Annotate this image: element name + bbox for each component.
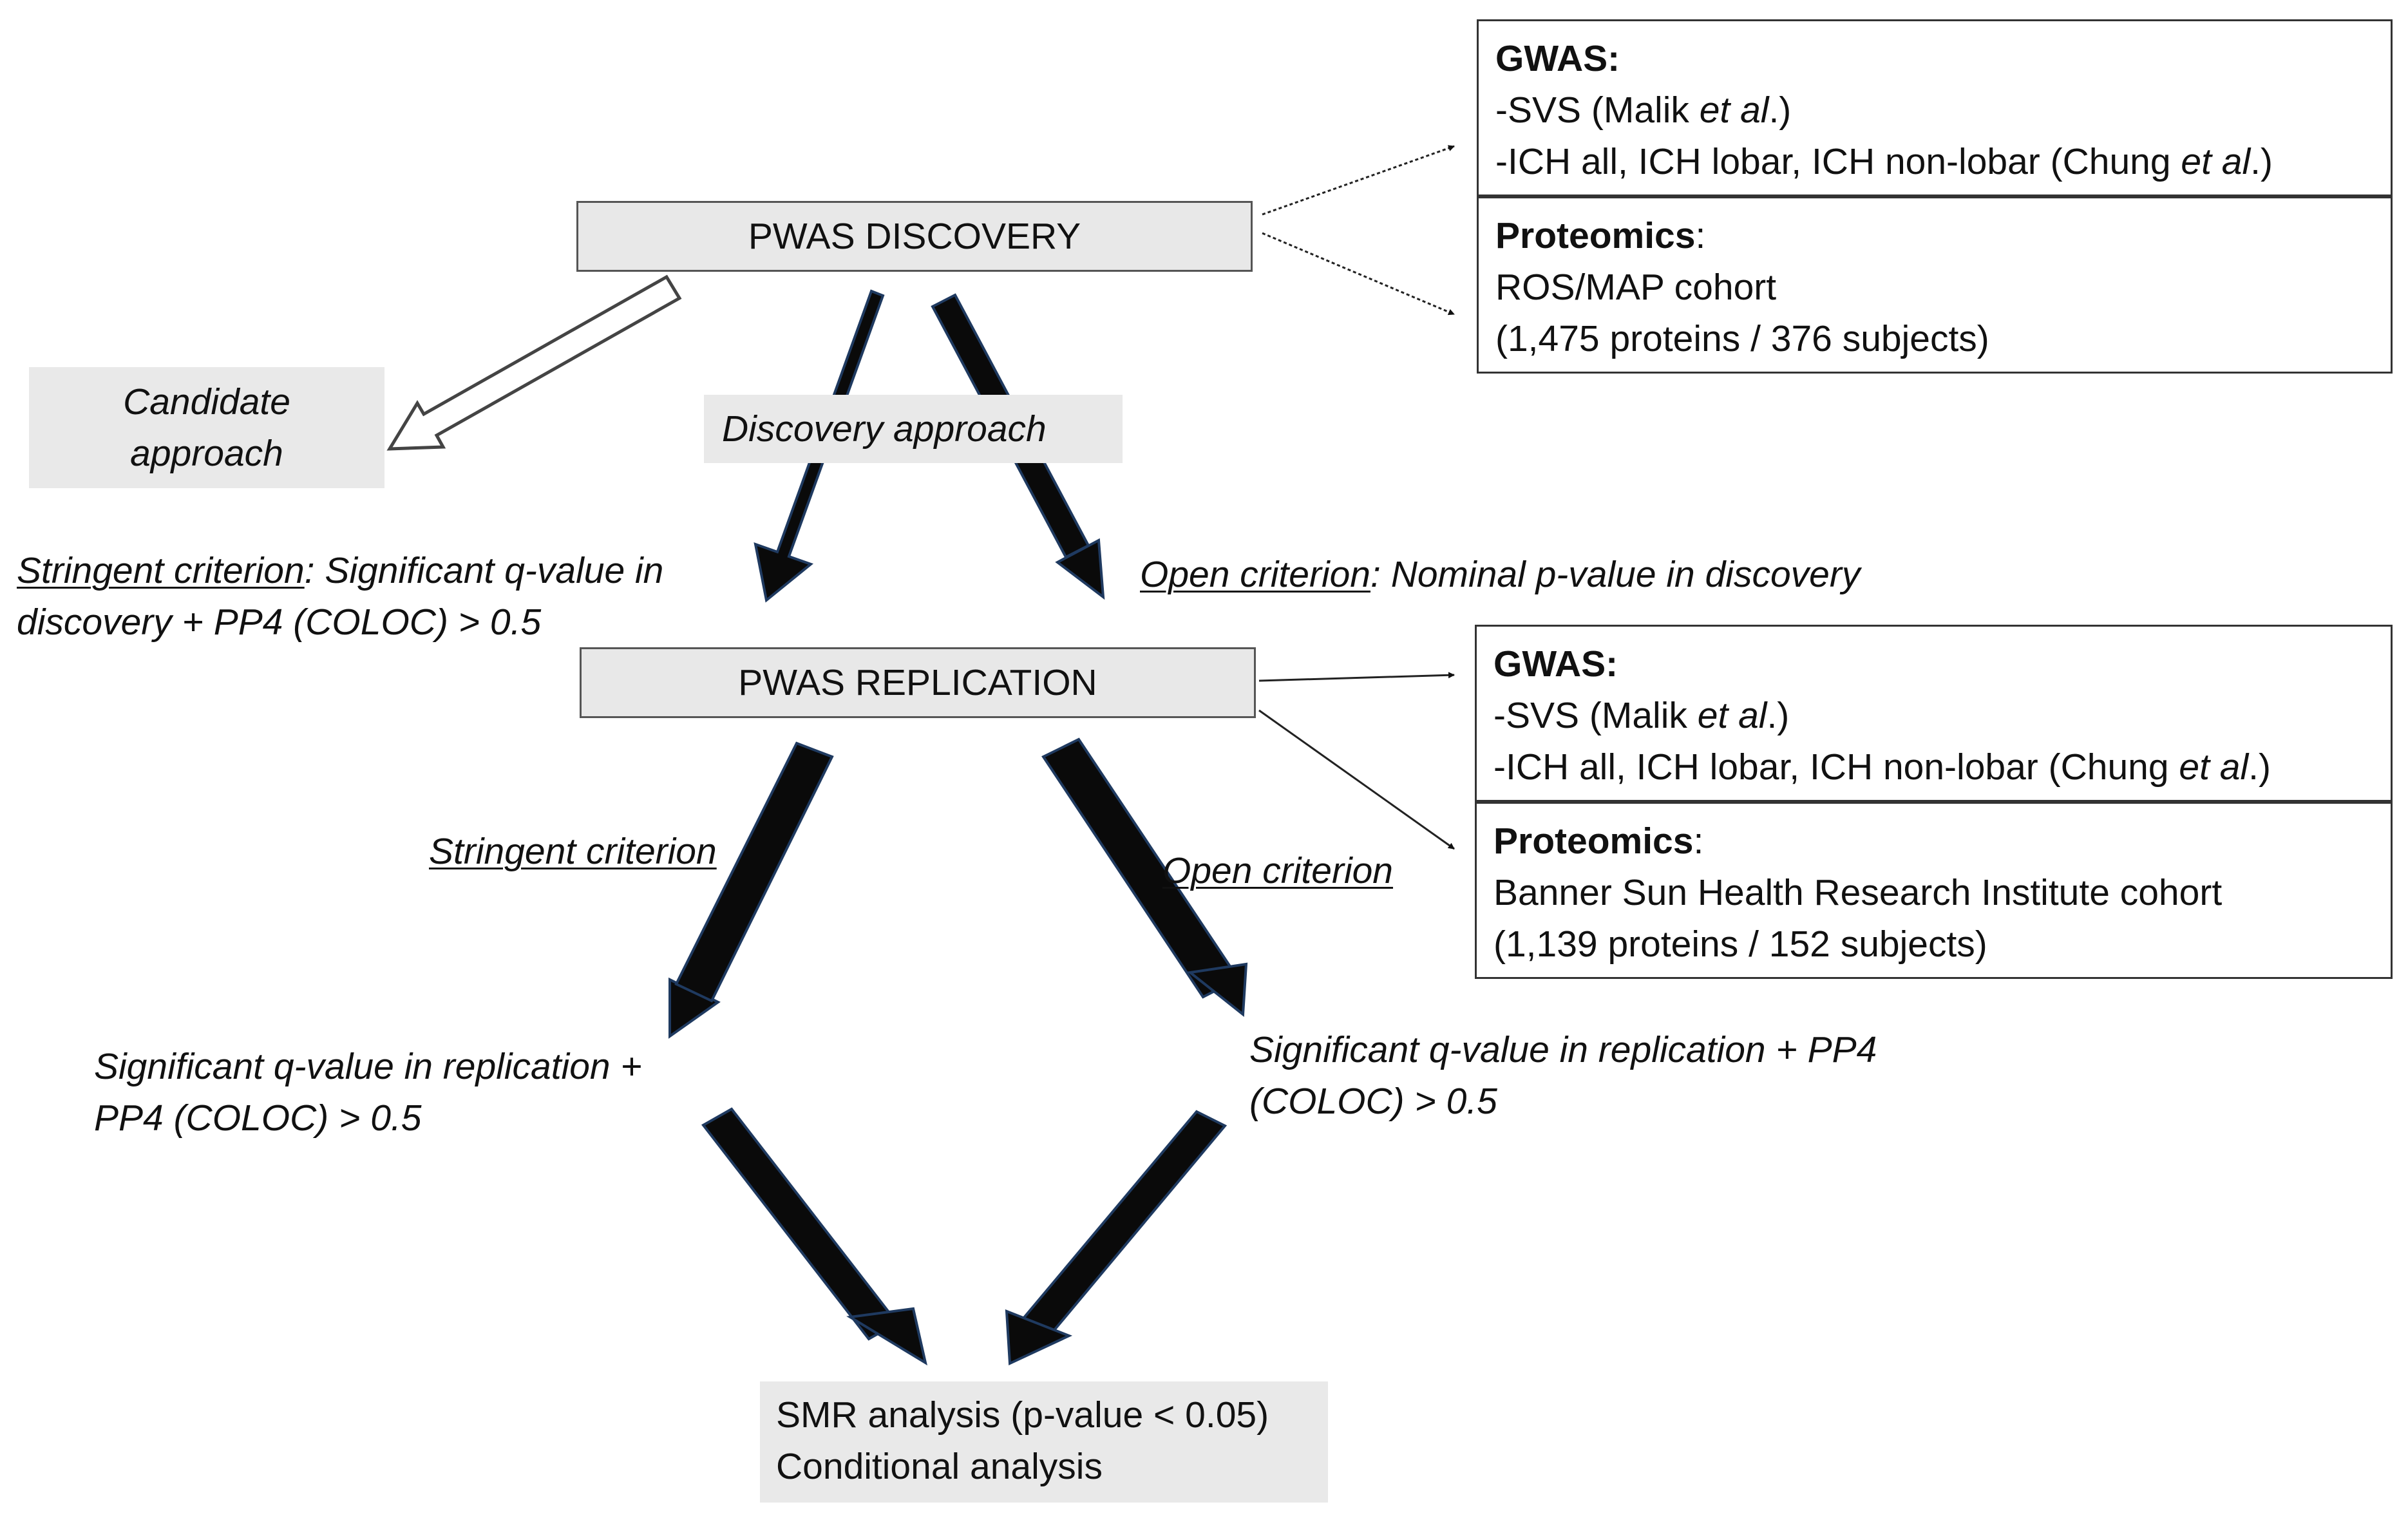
right-result-line2: (COLOC) > 0.5: [1249, 1081, 1497, 1122]
stringent-discovery-criterion: Stringent criterion: [17, 550, 305, 591]
smr-analysis-box: SMR analysis (p-value < 0.05) Conditiona…: [760, 1381, 1328, 1503]
discovery-proteomics-counts: (1,475 proteins / 376 subjects): [1495, 318, 1989, 359]
connector-replication-proteomics: [1258, 709, 1455, 850]
discovery-proteomics-cohort: ROS/MAP cohort: [1495, 267, 1777, 308]
discovery-gwas-svs-etal: et al: [1699, 90, 1769, 131]
replication-gwas-svs: -SVS (Malik et al.): [1493, 695, 1790, 736]
pwas-replication-label: PWAS REPLICATION: [738, 662, 1097, 703]
discovery-gwas-box: GWAS: -SVS (Malik et al.) -ICH all, ICH …: [1477, 19, 2393, 196]
connector-replication-gwas: [1258, 672, 1455, 682]
pwas-discovery-label: PWAS DISCOVERY: [748, 216, 1081, 257]
replication-gwas-box: GWAS: -SVS (Malik et al.) -ICH all, ICH …: [1475, 625, 2393, 802]
arrow-left-to-smr-head: [846, 1307, 927, 1366]
open-discovery-criterion: Open criterion: [1140, 554, 1371, 595]
stringent-discovery-rest: : Significant q-value in: [304, 550, 664, 591]
discovery-gwas-ich-etal: et al: [2181, 141, 2251, 182]
left-result-line2: PP4 (COLOC) > 0.5: [94, 1097, 422, 1139]
discovery-approach-label: Discovery approach: [722, 408, 1047, 450]
open-replication-label: Open criterion: [1162, 850, 1394, 891]
candidate-approach-box: Candidate approach: [29, 367, 384, 488]
discovery-proteomics-box: Proteomics: ROS/MAP cohort (1,475 protei…: [1477, 196, 2393, 374]
replication-proteomics-heading: Proteomics:: [1493, 821, 1704, 862]
arrow-left-to-smr-shaft: [701, 1107, 899, 1341]
discovery-gwas-ich: -ICH all, ICH lobar, ICH non-lobar (Chun…: [1495, 141, 2273, 182]
pwas-replication-box: PWAS REPLICATION: [580, 647, 1256, 718]
right-result-line1: Significant q-value in replication + PP4: [1249, 1029, 1877, 1070]
stringent-discovery-line1: Stringent criterion: Significant q-value…: [17, 545, 663, 596]
open-discovery-rest: : Nominal p-value in discovery: [1370, 554, 1861, 595]
discovery-gwas-svs: -SVS (Malik et al.): [1495, 90, 1792, 131]
arrow-replication-stringent-shaft: [674, 741, 834, 1003]
connector-discovery-proteomics: [1262, 232, 1455, 316]
discovery-proteomics-heading: Proteomics:: [1495, 215, 1706, 256]
replication-gwas-svs-etal: et al: [1697, 695, 1767, 736]
replication-proteomics-box: Proteomics: Banner Sun Health Research I…: [1475, 802, 2393, 979]
replication-gwas-ich: -ICH all, ICH lobar, ICH non-lobar (Chun…: [1493, 746, 2271, 788]
stringent-replication-label: Stringent criterion: [429, 831, 717, 872]
left-result-line1: Significant q-value in replication +: [94, 1046, 642, 1087]
open-discovery-line: Open criterion: Nominal p-value in disco…: [1140, 549, 1860, 600]
pwas-discovery-box: PWAS DISCOVERY: [576, 201, 1253, 272]
replication-gwas-ich-etal: et al: [2179, 746, 2249, 788]
replication-proteomics-cohort: Banner Sun Health Research Institute coh…: [1493, 872, 2223, 913]
stringent-discovery-line2: discovery + PP4 (COLOC) > 0.5: [17, 602, 542, 643]
arrow-replication-open-head: [1187, 962, 1248, 1017]
replication-gwas-heading: GWAS:: [1493, 643, 1618, 685]
connector-discovery-gwas: [1262, 145, 1455, 216]
arrow-right-to-smr-shaft: [1021, 1110, 1228, 1335]
candidate-approach-line2: approach: [130, 433, 283, 474]
smr-analysis-line1: SMR analysis (p-value < 0.05): [776, 1394, 1269, 1436]
smr-analysis-line2: Conditional analysis: [776, 1446, 1103, 1487]
discovery-approach-box: Discovery approach: [704, 395, 1123, 463]
candidate-approach-line1: Candidate: [123, 381, 290, 422]
arrow-candidate-approach: [386, 274, 682, 451]
discovery-gwas-heading: GWAS:: [1495, 38, 1620, 79]
replication-proteomics-counts: (1,139 proteins / 152 subjects): [1493, 924, 1987, 965]
arrow-right-to-smr-head: [1005, 1309, 1073, 1366]
